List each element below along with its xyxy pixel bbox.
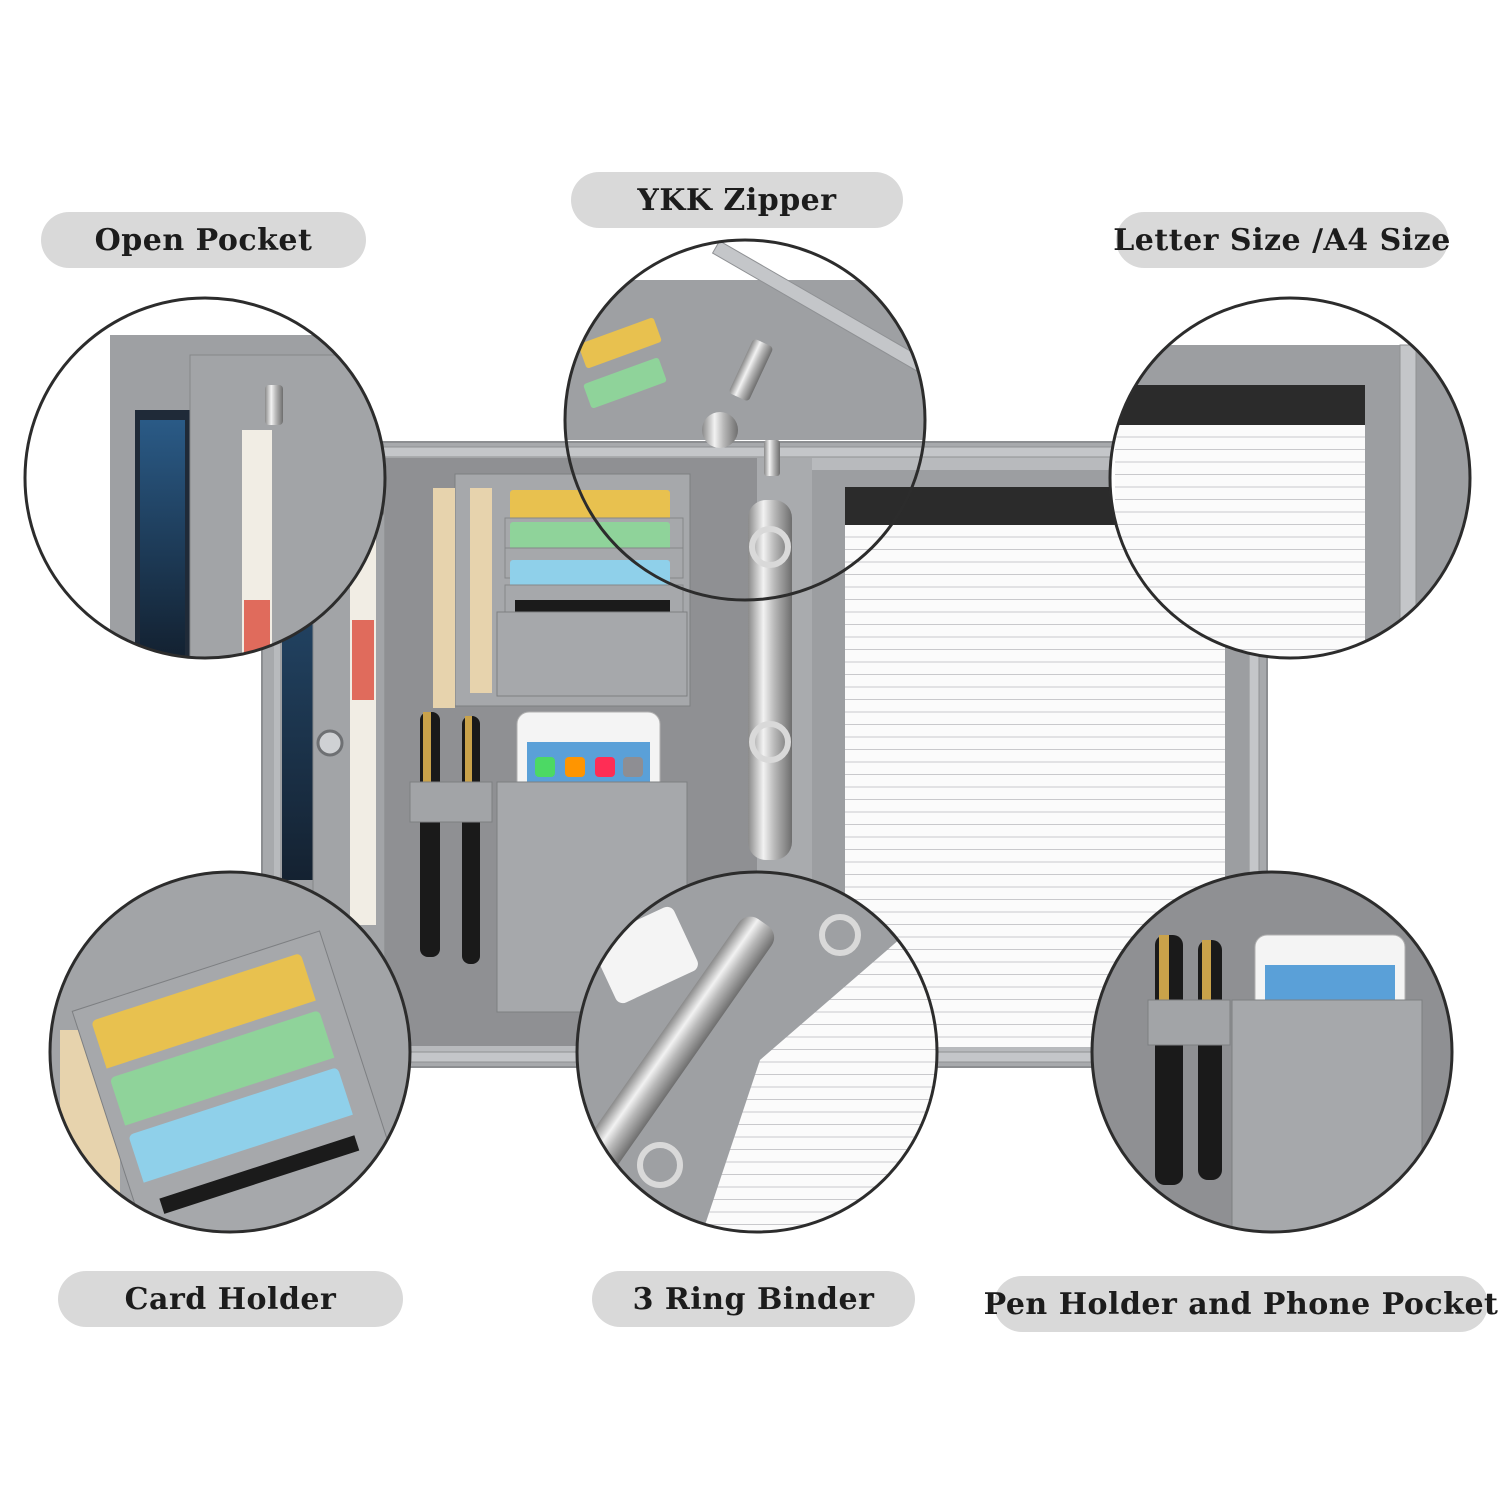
zoom-ring-binder — [575, 870, 939, 1234]
zoom-pen-phone — [1090, 870, 1454, 1234]
label-open-pocket: Open Pocket — [41, 212, 366, 268]
label-ykk-zipper: YKK Zipper — [571, 172, 903, 228]
zoom-card-holder — [48, 870, 412, 1234]
label-ring-binder: 3 Ring Binder — [592, 1271, 915, 1327]
zoom-open-pocket — [23, 296, 387, 660]
zoom-letter-size — [1108, 296, 1472, 660]
label-pen-holder: Pen Holder and Phone Pocket — [984, 1276, 1498, 1332]
label-letter-size: Letter Size /A4 Size — [1113, 212, 1450, 268]
label-card-holder: Card Holder — [58, 1271, 403, 1327]
